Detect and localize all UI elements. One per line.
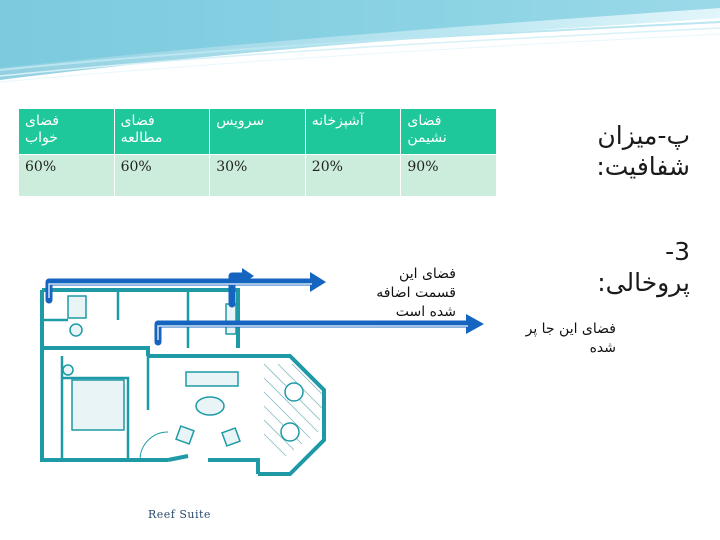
transparency-table: فضای خواب فضای مطالعه سرویس آشپزخانه فضا…	[18, 108, 497, 197]
table-cell: 20%	[304, 154, 402, 197]
table-row: 60% 60% 30% 20% 90%	[18, 154, 497, 197]
table-header-cell: فضای مطالعه	[113, 108, 211, 155]
annotation-added-space: فضای این قسمت اضافه شده است	[376, 266, 456, 320]
annotation-filled-space: فضای این جا پر شده	[525, 321, 616, 356]
table-cell: 90%	[400, 154, 497, 197]
floor-plan-image	[28, 260, 332, 524]
heading-solid-void: 3- پروخالی:	[597, 237, 690, 297]
table-header-row: فضای خواب فضای مطالعه سرویس آشپزخانه فضا…	[18, 108, 497, 155]
table-cell: 60%	[18, 154, 115, 197]
table-header-cell: سرویس	[209, 108, 306, 155]
table-header-cell: آشپزخانه	[304, 108, 402, 155]
table-header-cell: فضای نشیمن	[400, 108, 497, 155]
floor-plan-caption: Reef Suite	[148, 508, 211, 521]
table-cell: 30%	[209, 154, 306, 197]
table-header-cell: فضای خواب	[18, 108, 115, 155]
header-swoosh-decoration	[0, 0, 720, 83]
heading-transparency: پ-میزان شفافیت:	[596, 121, 690, 181]
table-cell: 60%	[113, 154, 211, 197]
